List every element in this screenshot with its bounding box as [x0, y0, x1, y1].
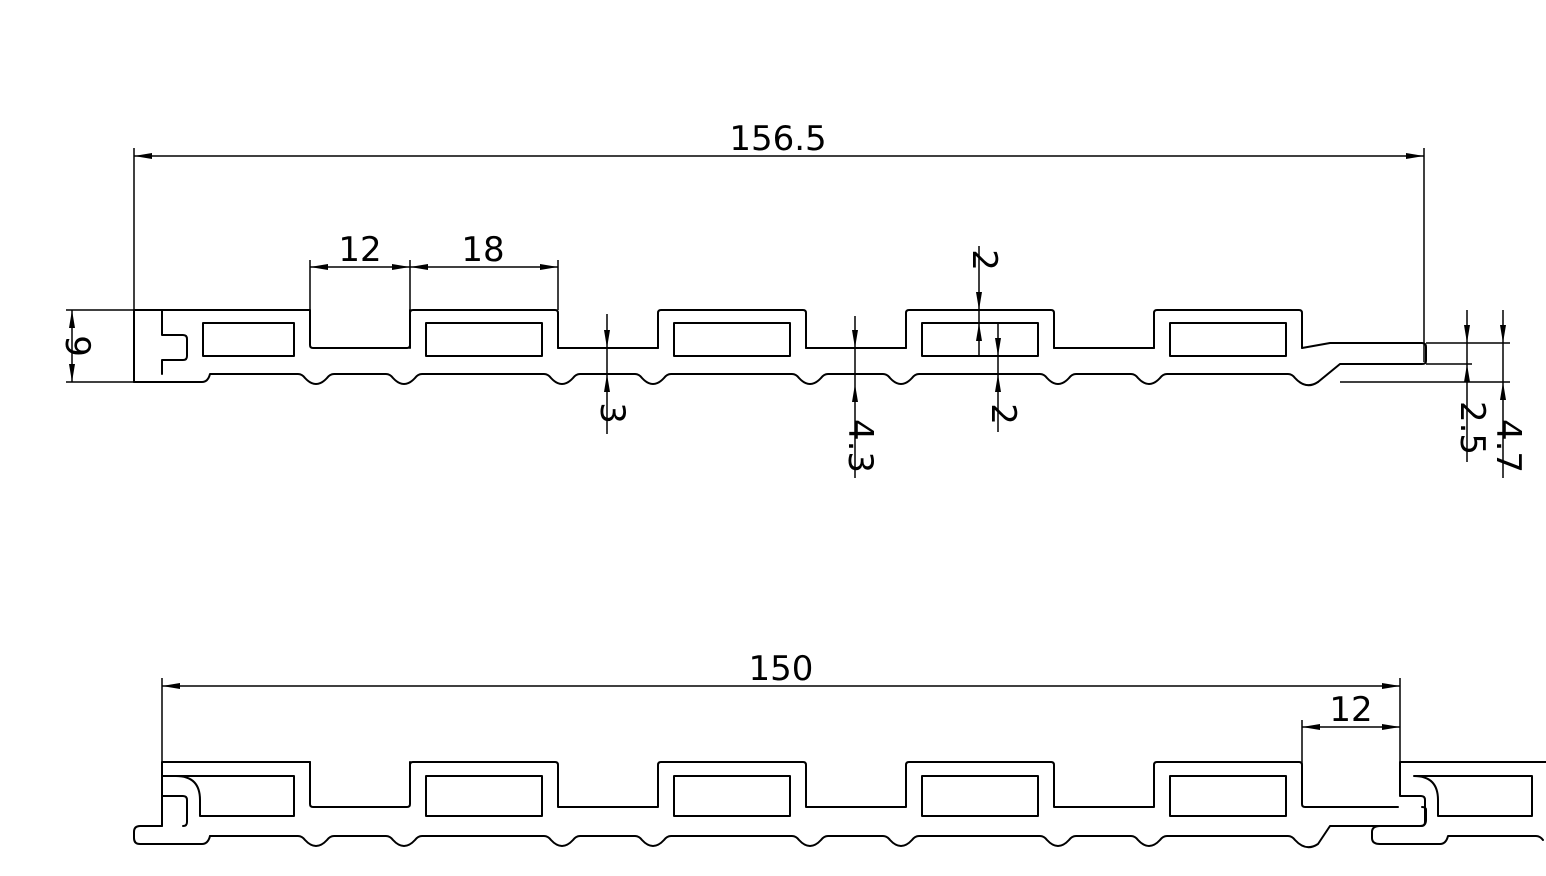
dim-150-arrow-right: [1382, 683, 1400, 689]
bottom-hollow-5: [1169, 775, 1287, 817]
dim-2b-arrow-bottom: [995, 374, 1001, 392]
dim-bottom-wall-label: 2: [983, 403, 1023, 425]
dim-overlap-width-label: 12: [1329, 690, 1372, 730]
bottom-profile-bottom-edge: [209, 806, 1427, 849]
top-dimensions: 156.5 12 18 9 3 4.3 2: [57, 119, 1528, 478]
dim-overall-width-label: 156.5: [729, 119, 826, 159]
top-rib-3: [657, 309, 807, 349]
top-rib-2: [409, 309, 559, 349]
dim-effective-width-label: 150: [749, 649, 814, 689]
bottom-rib-5: [1153, 761, 1303, 801]
bottom-profile-left-lip: [133, 825, 211, 845]
bottom-rib-3: [657, 761, 807, 801]
dim-43-arrow-bottom: [852, 384, 858, 402]
top-hollow-3: [673, 322, 791, 357]
dim-height-label: 9: [57, 335, 97, 357]
dim-3-arrow-top: [604, 330, 610, 348]
bottom-hollow-2: [425, 775, 543, 817]
bottom-hollow-3: [673, 775, 791, 817]
bottom-profile: [133, 761, 1546, 849]
dim-groove-depth-label: 4.3: [840, 419, 880, 473]
dim-47-arrow-bottom: [1500, 382, 1506, 400]
bottom-next-board: [1371, 761, 1546, 845]
dim-base-thickness-label: 3: [592, 402, 632, 424]
top-profile: [133, 309, 1427, 387]
bottom-hollow-4: [921, 775, 1039, 817]
top-profile-left-end: [133, 309, 188, 383]
dim-25-arrow-bottom: [1464, 364, 1470, 382]
dim-47-arrow-top: [1500, 325, 1506, 343]
dim-lip-thickness-label: 2.5: [1452, 401, 1492, 455]
dim-18-arrow-right: [540, 264, 558, 270]
dim-top-wall-label: 2: [964, 249, 1004, 271]
dim-156-arrow-right: [1406, 153, 1424, 159]
bottom-valley-1: [309, 761, 411, 808]
dim-18-arrow-left: [410, 264, 428, 270]
dim-2b-arrow-top: [995, 338, 1001, 356]
dim-12b-arrow-left: [1302, 724, 1320, 730]
bottom-rib-4: [905, 761, 1055, 801]
top-hollow-4: [921, 322, 1039, 357]
bottom-dimensions: 150 12: [161, 649, 1401, 800]
top-rib-5: [1153, 309, 1303, 349]
dim-43-arrow-top: [852, 330, 858, 348]
top-hollow-1: [202, 322, 295, 357]
top-hollow-5: [1169, 322, 1287, 357]
bottom-profile-left-end: [161, 761, 311, 827]
dim-9-arrow-bottom: [69, 364, 75, 382]
bottom-valley-3: [805, 799, 907, 808]
dim-156-arrow-left: [134, 153, 152, 159]
dim-3-arrow-bottom: [604, 374, 610, 392]
dim-12-arrow-right: [392, 264, 410, 270]
bottom-valley-5: [1301, 799, 1399, 808]
dim-lip-height-label: 4.7: [1488, 419, 1528, 473]
dim-9-arrow-top: [69, 310, 75, 328]
top-profile-bottom-edge: [133, 373, 1319, 387]
top-profile-top-edge: [161, 309, 411, 349]
dim-150-arrow-left: [162, 683, 180, 689]
dim-25-arrow-top: [1464, 325, 1470, 343]
dim-rib-width-label: 18: [461, 230, 504, 270]
dim-2a-arrow-bottom: [976, 323, 982, 341]
dim-gap-width-label: 12: [338, 230, 381, 270]
dim-2a-arrow-top: [976, 292, 982, 310]
dim-12b-arrow-right: [1382, 724, 1400, 730]
bottom-rib-2: [409, 761, 559, 801]
bottom-valley-4: [1053, 799, 1155, 808]
top-hollow-2: [425, 322, 543, 357]
top-profile-right-lip: [1301, 342, 1427, 383]
dim-12-arrow-left: [310, 264, 328, 270]
bottom-valley-2: [557, 799, 659, 808]
